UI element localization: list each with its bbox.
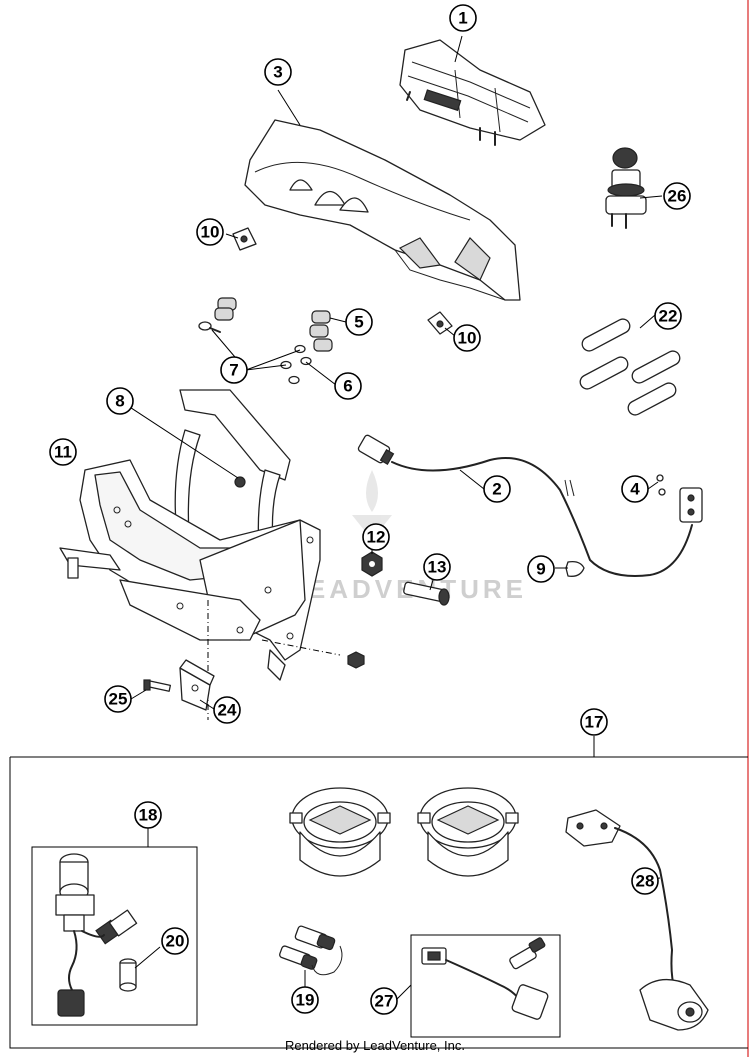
callout-24: 24 (213, 696, 241, 724)
callout-22-label: 22 (659, 307, 678, 326)
foam-tubes-part (579, 318, 681, 416)
bolt-part (403, 581, 450, 606)
bracket-part (179, 659, 215, 711)
callout-27: 27 (370, 987, 398, 1015)
callout-19: 19 (291, 986, 319, 1014)
callout-27-label: 27 (375, 992, 394, 1011)
callout-3-label: 3 (273, 63, 282, 82)
grommets-screws-part (198, 297, 333, 385)
callout-7: 7 (220, 356, 248, 384)
cable-clip-part (565, 560, 585, 577)
seat-lock-part (565, 809, 709, 1031)
callout-11-label: 11 (54, 443, 72, 462)
callout-24-label: 24 (218, 701, 237, 720)
callout-25: 25 (104, 685, 132, 713)
callout-9: 9 (527, 555, 555, 583)
callout-20: 20 (161, 927, 189, 955)
callout-4-label: 4 (630, 480, 640, 499)
callout-26-label: 26 (668, 187, 687, 206)
transponder-part (421, 937, 549, 1020)
ignition-lock-part (55, 853, 138, 1017)
callout-17-label: 17 (585, 713, 604, 732)
callout-10-lower: 10 (453, 324, 481, 352)
callout-10-upper: 10 (196, 218, 224, 246)
power-socket-part (605, 147, 647, 229)
kit-frame (9, 756, 748, 1049)
callout-18: 18 (134, 801, 162, 829)
callout-18-label: 18 (139, 806, 158, 825)
callout-3: 3 (264, 58, 292, 86)
callout-26: 26 (663, 182, 691, 210)
keys-part (279, 925, 343, 976)
wiring-harness-part (357, 434, 703, 577)
callout-10-lower-label: 10 (458, 329, 477, 348)
callout-11: 11 (49, 438, 77, 466)
ignition-lock-frame (31, 846, 198, 1026)
fuel-cap-part-left (289, 787, 391, 877)
callout-1-label: 1 (458, 9, 467, 28)
callout-22: 22 (654, 302, 682, 330)
key-set-frame (410, 934, 561, 1038)
callout-4: 4 (621, 475, 649, 503)
callout-6: 6 (334, 372, 362, 400)
callout-8: 8 (106, 387, 134, 415)
callout-7-label: 7 (229, 361, 238, 380)
fuel-cap-part-right (417, 787, 519, 877)
callout-2-label: 2 (492, 480, 501, 499)
callout-17: 17 (580, 708, 608, 736)
mounting-axis-line-2 (261, 639, 341, 656)
callout-19-label: 19 (296, 991, 315, 1010)
callout-25-label: 25 (109, 690, 128, 709)
headlight-mask-part (244, 119, 521, 301)
callout-2: 2 (483, 475, 511, 503)
callout-28: 28 (631, 867, 659, 895)
bracket-screw-part (143, 679, 172, 692)
callout-6-label: 6 (343, 377, 352, 396)
callout-13-label: 13 (428, 558, 447, 577)
callout-5-label: 5 (354, 313, 363, 332)
callout-5: 5 (345, 308, 373, 336)
callout-8-label: 8 (115, 392, 124, 411)
callout-12: 12 (362, 523, 390, 551)
instrument-cluster-part (399, 39, 546, 146)
callout-28-label: 28 (636, 872, 655, 891)
callout-9-label: 9 (536, 560, 545, 579)
callout-13: 13 (423, 553, 451, 581)
callout-10-upper-label: 10 (201, 223, 220, 242)
clip-part-upper (232, 227, 257, 251)
nut-part (361, 551, 383, 577)
callout-1: 1 (449, 4, 477, 32)
footer-credit: Rendered by LeadVenture, Inc. (285, 1038, 465, 1053)
nut-part-small (347, 651, 365, 669)
callout-12-label: 12 (367, 528, 386, 547)
screws-part (656, 474, 666, 496)
subframe-part (59, 389, 321, 681)
pin-part (119, 958, 137, 992)
callout-20-label: 20 (166, 932, 185, 951)
